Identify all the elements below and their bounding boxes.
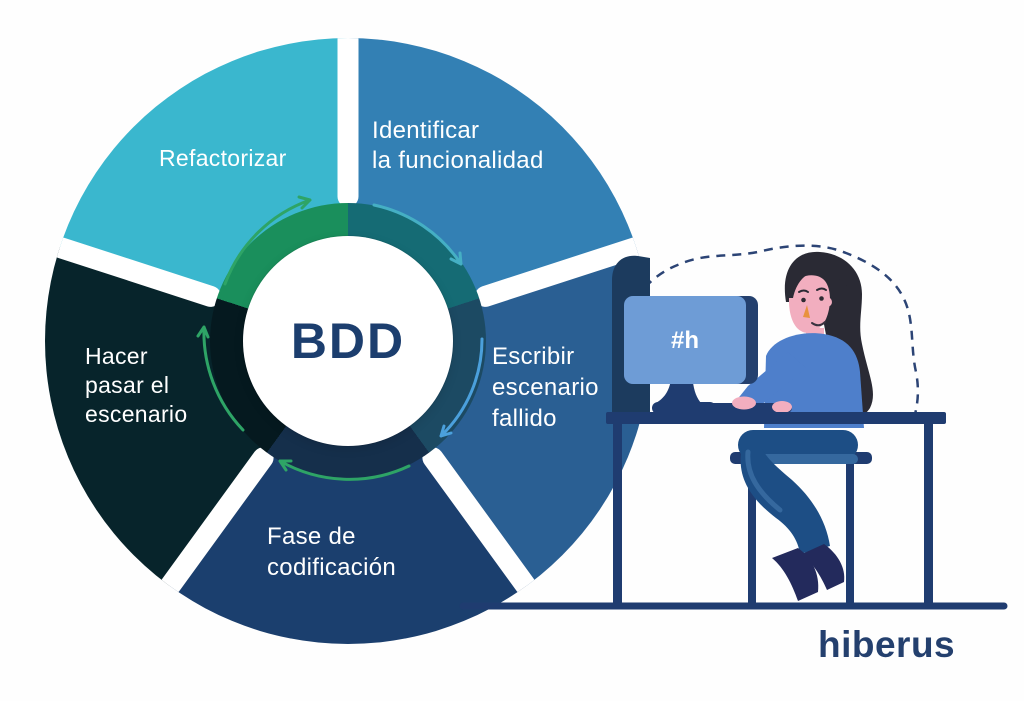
woman-ear (822, 297, 832, 307)
desk-top (606, 412, 946, 424)
segment-divider (48, 234, 224, 310)
segment-divider (156, 443, 278, 600)
monitor-stand (654, 366, 702, 404)
desk-leg (924, 424, 933, 606)
woman-arm (736, 352, 806, 406)
segment-label-identificar: Identificar la funcionalidad (372, 117, 544, 174)
woman-thigh (738, 430, 858, 460)
woman-shoe (772, 548, 819, 601)
woman-nose (803, 305, 810, 318)
chair-leg (748, 464, 756, 606)
woman-shin-highlight (745, 449, 783, 513)
segment-divider (472, 234, 648, 310)
woman-hand (732, 396, 756, 410)
woman-face (789, 275, 830, 333)
hiberus-logo: hiberus (818, 624, 956, 665)
chair-leg (846, 464, 854, 606)
woman-shoe (802, 544, 845, 590)
segment-label-escribir: Escribir escenario fallido (492, 343, 599, 432)
woman-eye (801, 297, 806, 303)
monitor-base (652, 402, 716, 414)
woman-hair-fringe (787, 258, 847, 298)
woman-eye (819, 296, 824, 301)
woman-eyebrow (798, 289, 809, 293)
woman-hair-back (784, 251, 873, 417)
dashed-blob-outline (612, 244, 920, 425)
monitor-screen-text: #h (671, 327, 699, 354)
center-circle: BDD (243, 236, 453, 446)
segment-label-refactorizar: Refactorizar (159, 145, 287, 171)
woman-eyebrow (816, 287, 827, 291)
center-title: BDD (290, 313, 406, 369)
segment-divider (337, 38, 359, 207)
woman-hand (772, 401, 792, 413)
woman-mouth (811, 321, 826, 327)
segment-divider (418, 443, 540, 600)
segment-label-fase: Fase de codificación (267, 523, 397, 581)
woman-shin (740, 448, 830, 554)
woman-neck (806, 328, 824, 342)
woman-torso (764, 333, 864, 428)
keyboard (704, 403, 792, 413)
woman-thigh-highlight (744, 454, 858, 464)
segment-label-hacer: Hacer pasar el escenario (85, 343, 188, 427)
chair-seat (730, 452, 872, 464)
